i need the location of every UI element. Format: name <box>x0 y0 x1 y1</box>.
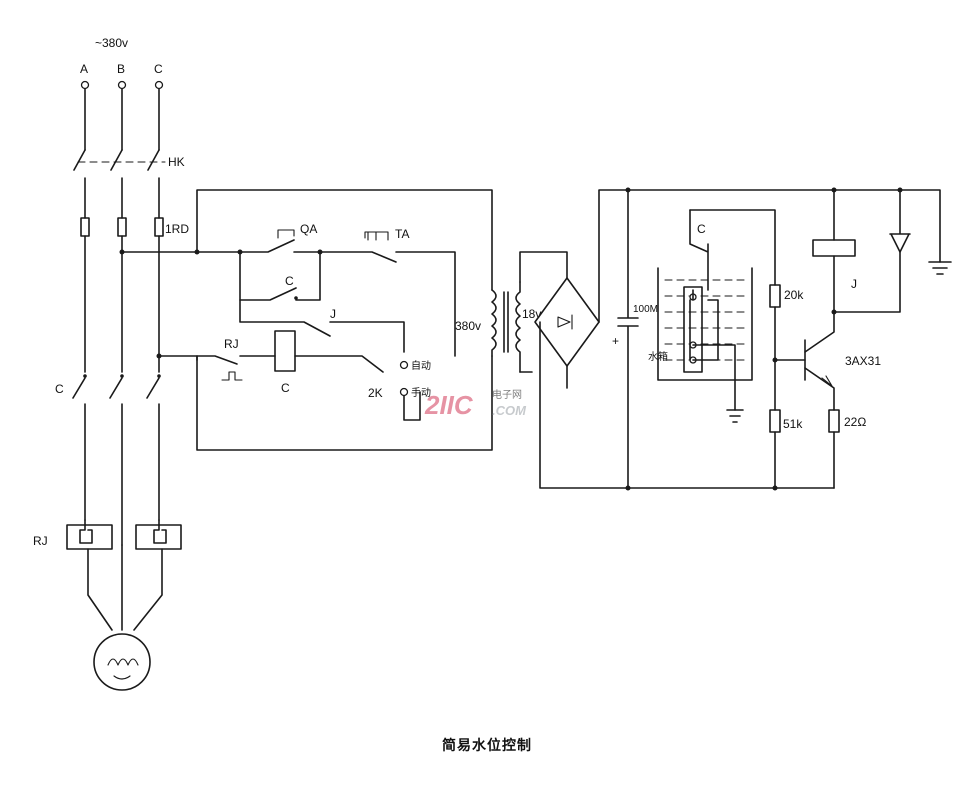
watermark-logo: 2IIC 电子网 .COM <box>424 388 527 420</box>
phase-lines-top <box>73 88 166 219</box>
watermark-brand: 2IIC <box>424 390 474 420</box>
phase-c-label: C <box>154 62 163 76</box>
switch-2k-label: 2K <box>368 386 383 400</box>
capacitor-label: 100M <box>633 304 658 315</box>
cap-plus-label: + <box>612 334 619 348</box>
transformer-icon <box>491 251 568 373</box>
transformer-primary-label: 380v <box>455 319 481 333</box>
watermark-sub-top: 电子网 <box>492 388 522 401</box>
thermal-relay-label: RJ <box>33 534 48 548</box>
tank-contact-label: C <box>697 222 706 236</box>
thermal-relay-rj <box>66 519 182 631</box>
water-tank-icon <box>657 209 776 423</box>
fuse-label: 1RD <box>165 222 189 236</box>
diagram-caption: 简易水位控制 <box>442 737 532 754</box>
supply-voltage-label: ~380v <box>95 36 128 50</box>
transistor-label: 3AX31 <box>845 354 881 368</box>
phase-b-label: B <box>117 62 125 76</box>
qa-label: QA <box>300 222 317 236</box>
rj-contact-label: RJ <box>224 337 239 351</box>
auto-label: 自动 <box>411 359 431 372</box>
main-contactor-label: C <box>55 382 64 396</box>
phase-a-label: A <box>80 62 88 76</box>
terminal-c <box>154 80 164 90</box>
main-contactor-c <box>72 374 161 546</box>
bridge-rectifier-icon <box>534 189 941 489</box>
motor-icon <box>93 633 151 691</box>
amplifier-circuit <box>769 187 911 491</box>
terminal-a <box>80 80 90 90</box>
r-20k-label: 20k <box>784 288 804 302</box>
ground-icon <box>928 261 952 275</box>
tank-label: 水箱 <box>648 350 668 363</box>
transformer-secondary-label: 18v <box>522 307 541 321</box>
hk-label: HK <box>168 155 185 169</box>
watermark-sub-bottom: .COM <box>492 403 527 418</box>
terminal-b <box>117 80 127 90</box>
manual-label: 手动 <box>411 386 431 399</box>
fuses-1rd <box>80 217 164 373</box>
r-51k-label: 51k <box>783 417 803 431</box>
j-contact-label: J <box>330 307 336 321</box>
c-aux-label: C <box>285 274 294 288</box>
ta-label: TA <box>395 227 409 241</box>
capacitor-icon <box>617 187 835 491</box>
relay-j-label: J <box>851 277 857 291</box>
control-circuit <box>119 189 493 451</box>
coil-c-label: C <box>281 381 290 395</box>
r-22-label: 22Ω <box>844 415 866 429</box>
